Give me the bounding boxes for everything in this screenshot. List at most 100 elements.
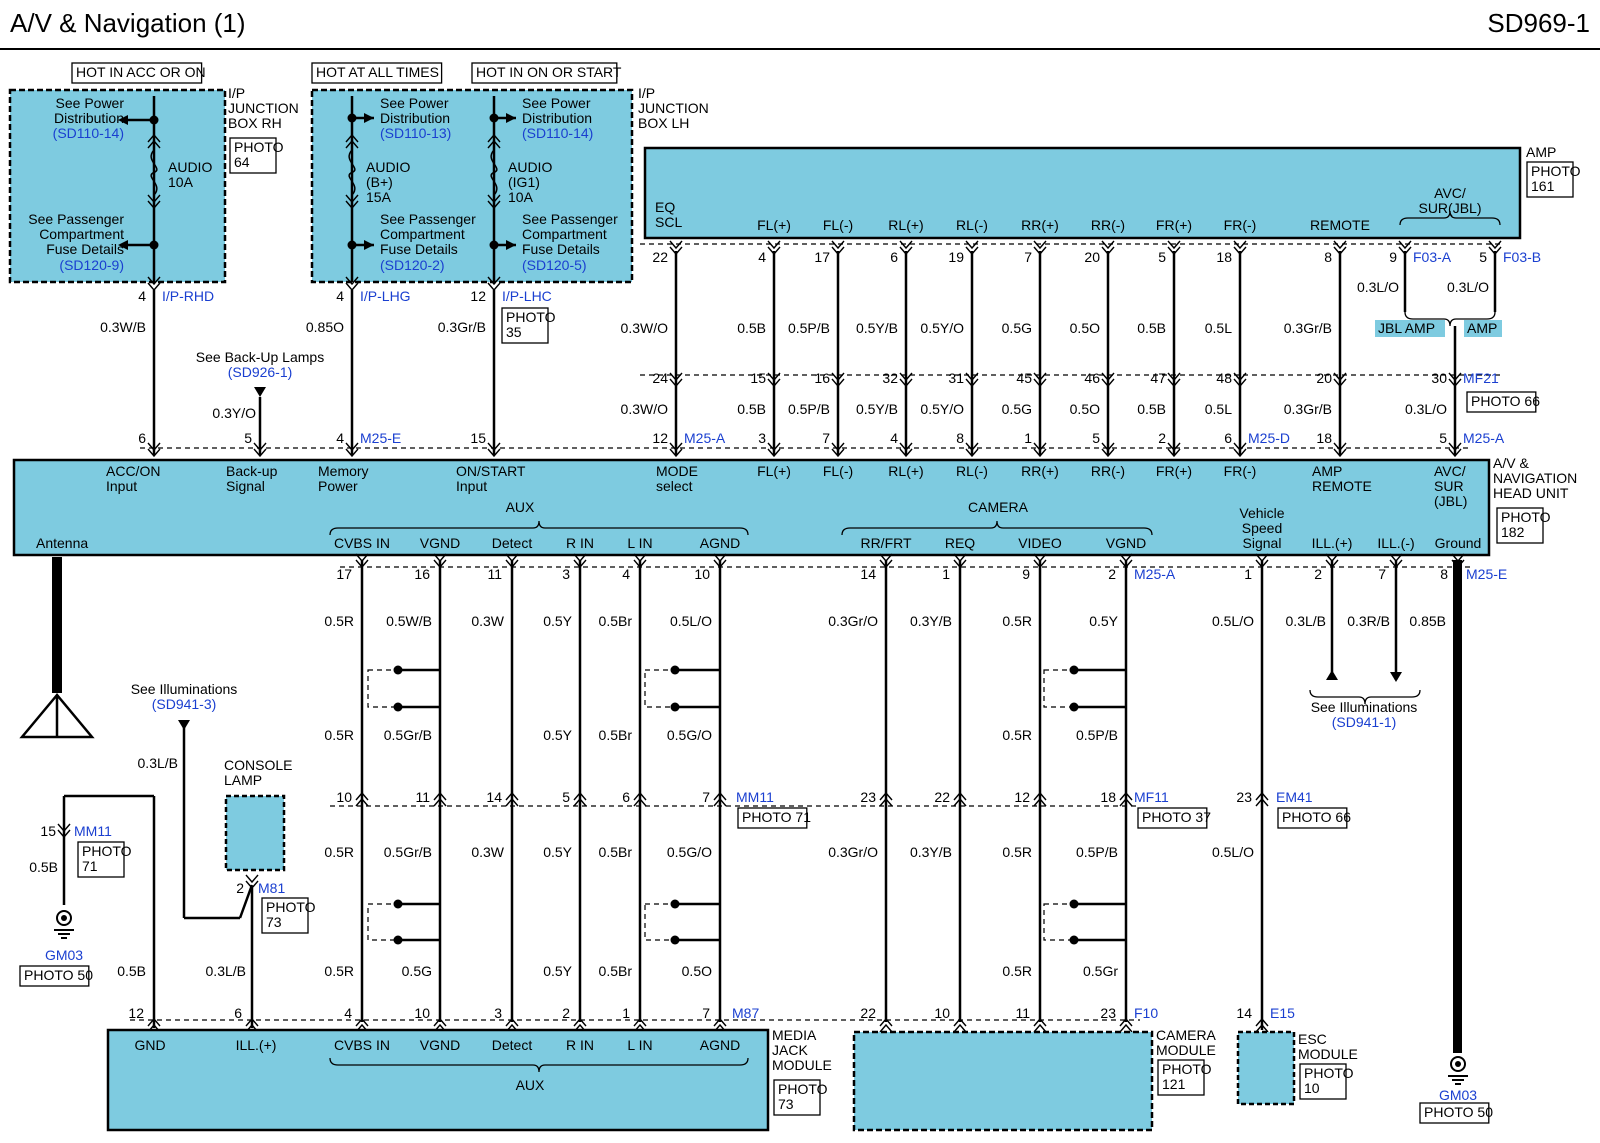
- esc-module: [1236, 1030, 1296, 1106]
- passenger-fuse-label: Fuse Details: [46, 241, 124, 257]
- wire-color: 0.5O: [1070, 401, 1100, 417]
- wire-color: 0.5W/B: [386, 613, 432, 629]
- pin-number: 22: [934, 789, 950, 805]
- head-aux-label: CVBS IN: [334, 535, 390, 551]
- head-ill-minus-label: ILL.(-): [1377, 535, 1414, 551]
- banner-hot-on: [471, 62, 618, 84]
- camera-brace: [841, 520, 1153, 536]
- splice-dot: [1069, 702, 1079, 712]
- pin-number: 15: [40, 823, 56, 839]
- power-dist-label: Distribution: [54, 110, 124, 126]
- pin-number: 2: [1314, 566, 1322, 582]
- head-amp-label: FL(-): [823, 463, 853, 479]
- wire-color: 0.3W/O: [621, 320, 669, 336]
- pin-number: 2: [1158, 430, 1166, 446]
- connector-chevron: [633, 791, 647, 807]
- connector-id: F03-B: [1503, 249, 1541, 265]
- junction-box-lh: [310, 88, 634, 284]
- splice-dot: [149, 240, 159, 250]
- see-ill-brace: [1309, 689, 1421, 705]
- wire-color: 0.5L/O: [1212, 613, 1254, 629]
- head-aux-label: VGND: [420, 535, 460, 551]
- see-illuminations-right: See Illuminations: [1311, 699, 1418, 715]
- wire-color: 0.3Gr/B: [438, 319, 486, 335]
- wire-color: 0.5B: [737, 320, 766, 336]
- connector-id: M81: [258, 880, 285, 896]
- media-pin-label: VGND: [420, 1037, 460, 1053]
- junction-lh-label: I/P: [638, 85, 655, 101]
- wire-color: 0.5L/O: [1212, 844, 1254, 860]
- photo-em41-text: PHOTO 66: [1282, 809, 1351, 825]
- diagram-code: SD969-1: [1487, 8, 1590, 38]
- pin-number: 3: [562, 566, 570, 582]
- head-ill-plus-label: ILL.(+): [1312, 535, 1353, 551]
- connector-id: GM03: [1439, 1087, 1477, 1103]
- wire-color: 0.5G: [402, 963, 432, 979]
- wire-color: 0.5R: [324, 613, 354, 629]
- wire-color: 0.5Y: [543, 613, 572, 629]
- wire-color: 0.5O: [682, 963, 712, 979]
- photo-mf11: [1137, 807, 1208, 829]
- wire-color: 0.3L/B: [206, 963, 246, 979]
- pin-number: 23: [860, 789, 876, 805]
- junction-rh-label: JUNCTION: [228, 100, 299, 116]
- arrow: [506, 113, 516, 123]
- photo-media-text: PHOTO: [778, 1081, 828, 1097]
- pin-number: 6: [622, 789, 630, 805]
- pin-number: 5: [1092, 430, 1100, 446]
- ref-link: (SD110-14): [522, 125, 593, 141]
- pin-number: 2: [1108, 566, 1116, 582]
- photo-mf21: [1466, 391, 1537, 413]
- head-camera-label: RR/FRT: [860, 535, 912, 551]
- photo-camera-text: 121: [1162, 1076, 1186, 1092]
- media-pin-label: R IN: [566, 1037, 594, 1053]
- wire-color: 0.5G: [1002, 320, 1032, 336]
- wire-color: 0.5Y/B: [856, 401, 898, 417]
- photo-gm03-right: [1419, 1102, 1490, 1124]
- head-unit-box: [12, 458, 1491, 557]
- pin-number: 18: [1216, 249, 1232, 265]
- connector-id: M25-A: [1463, 430, 1505, 446]
- head-amp-label: RR(+): [1021, 463, 1059, 479]
- fuse-name: AUDIO: [168, 159, 212, 175]
- connector-chevron: [1033, 372, 1047, 388]
- head-input-label: Input: [106, 478, 137, 494]
- ref-link: (SD120-2): [380, 257, 445, 273]
- head-aux-label: R IN: [566, 535, 594, 551]
- head-amp-label: RR(-): [1091, 463, 1125, 479]
- pin-number: 2: [236, 880, 244, 896]
- splice-dot: [393, 899, 403, 909]
- connector-chevron: [487, 194, 501, 210]
- amp-pin-label: FL(+): [757, 217, 791, 233]
- wire-color: 0.5Y/O: [920, 401, 964, 417]
- wire-color: 0.3W/O: [621, 401, 669, 417]
- ref-link: (SD110-13): [380, 125, 451, 141]
- pin-number: 9: [1022, 566, 1030, 582]
- wire-color: 0.3Gr/O: [828, 844, 878, 860]
- wire-color: 0.3R/B: [1347, 613, 1390, 629]
- amp-pin-label: RR(+): [1021, 217, 1059, 233]
- head-amp-remote-label: AMP: [1312, 463, 1342, 479]
- pin-number: 4: [758, 249, 766, 265]
- photo-jrh-text: 64: [234, 154, 250, 170]
- power-dist-label: Distribution: [380, 110, 450, 126]
- connector-chevron: [1233, 372, 1247, 388]
- passenger-fuse-label: Compartment: [39, 226, 124, 242]
- passenger-fuse-label: Compartment: [380, 226, 465, 242]
- antenna-label: Antenna: [36, 535, 88, 551]
- passenger-fuse-label: Fuse Details: [380, 241, 458, 257]
- amp-pin-label: RL(-): [956, 217, 988, 233]
- arrow: [1390, 672, 1402, 682]
- connector-chevron: [1448, 372, 1462, 388]
- media-module-name: JACK: [772, 1042, 808, 1058]
- pin-number: 6: [890, 249, 898, 265]
- wire-color: 0.5P/B: [788, 401, 830, 417]
- splice-dot: [149, 115, 159, 125]
- pin-number: 4: [344, 1005, 352, 1021]
- wire-color: 0.5Y: [1089, 613, 1118, 629]
- connector-chevron: [147, 133, 161, 149]
- pin-number: 18: [1316, 430, 1332, 446]
- wire-color: 0.5B: [1137, 320, 1166, 336]
- wire-color: 0.5R: [1002, 613, 1032, 629]
- pin-number: 12: [470, 288, 486, 304]
